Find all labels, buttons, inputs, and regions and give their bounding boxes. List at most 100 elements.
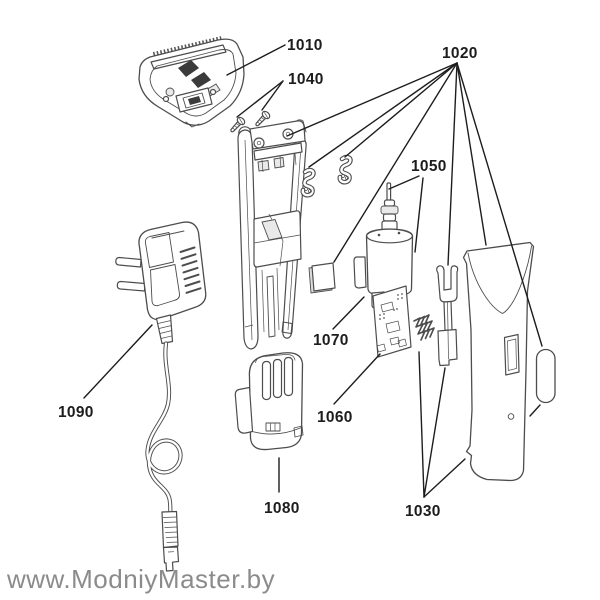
- housing-shell-drawing: [462, 241, 556, 482]
- callout-label-1060: 1060: [317, 409, 353, 426]
- motor-shaft: [386, 182, 392, 202]
- leader-lines-1030: [418, 351, 541, 498]
- leader-line-1020-pad: [333, 62, 458, 263]
- leader-line-1030-shell: [423, 458, 466, 498]
- chassis-left-rail: [237, 129, 259, 350]
- adapter-top-edge: [151, 230, 185, 239]
- housing-outline: [462, 241, 535, 482]
- chassis-sub-bracket: [253, 142, 303, 161]
- leader-line-1020-fork: [447, 62, 458, 266]
- leader-line-1040-b: [261, 80, 284, 111]
- motor-top-cap: [366, 228, 413, 244]
- leader-line-1020-button: [456, 62, 543, 347]
- leader-line-1050-a: [388, 175, 420, 190]
- housing-switch-cutout-inner: [507, 338, 517, 371]
- adapter-strain-ribs: [157, 320, 173, 339]
- callout-label-1080: 1080: [264, 500, 300, 517]
- adapter-body: [138, 221, 207, 321]
- screw-threads: [232, 123, 240, 131]
- callout-labels: 1010 1040 1020 1050 1070 1060 1080 1030 …: [58, 37, 478, 520]
- leader-lines-1020: [286, 62, 543, 347]
- fork-contact-drawing: [436, 265, 459, 367]
- chassis-rib-lines: [261, 152, 297, 173]
- chassis-lower-slot: [266, 275, 276, 338]
- adapter-strain-relief: [155, 314, 174, 345]
- chassis-carriage-seam: [253, 234, 301, 244]
- leader-line-1020-clip-right: [344, 62, 458, 158]
- adapter-cord-outline: [145, 341, 183, 515]
- chassis-clip-seat-right: [273, 156, 285, 169]
- blade-head-drawing: [138, 36, 245, 128]
- chassis-carriage-face: [261, 218, 283, 241]
- battery-cell-slat-2: [272, 358, 283, 399]
- spring-leaf-3: [422, 314, 435, 338]
- blade-head-pivot: [165, 87, 175, 97]
- adapter-prong-bottom: [116, 280, 146, 292]
- housing-pin-hole: [507, 413, 515, 420]
- leader-line-1020-chassis: [286, 62, 458, 137]
- battery-cell-slat-1: [261, 360, 272, 401]
- callout-label-1010: 1010: [287, 37, 323, 54]
- blade-head-bottom-hook: [185, 121, 200, 128]
- chassis-right-foot: [281, 321, 293, 334]
- callout-label-1070: 1070: [313, 332, 349, 349]
- leader-line-1030-spring: [418, 351, 425, 498]
- screw-head-slot: [239, 118, 243, 124]
- cord-coil-section: [161, 510, 179, 549]
- cord-coil-ribs: [162, 516, 179, 543]
- chassis-clip-seat-left: [257, 159, 270, 172]
- adapter-cord-core: [146, 342, 182, 514]
- motor-side-tab: [353, 256, 367, 289]
- fork-shaft-line: [447, 301, 449, 331]
- hook-clip-hole: [304, 187, 308, 191]
- motor-collar-2: [380, 205, 399, 215]
- leader-line-1090: [83, 324, 153, 399]
- blade-head-inner-frame: [149, 49, 237, 117]
- pcb-board: [372, 285, 412, 358]
- blade-head-latch-inner: [182, 92, 206, 109]
- battery-side-flap: [234, 386, 254, 434]
- battery-contact-lines: [270, 423, 276, 431]
- battery-contact-block: [265, 422, 281, 432]
- screw-drawing-left: [230, 116, 246, 133]
- housing-top-sweep: [467, 245, 532, 314]
- motor-collar-3: [382, 213, 397, 222]
- hook-clip-hole-2: [308, 189, 312, 193]
- chassis-left-foot-notch: [244, 324, 254, 328]
- hook-clip-body-fill: [338, 155, 352, 184]
- fork-base-block: [437, 328, 458, 367]
- battery-cell-slat-3: [283, 356, 294, 397]
- cord-connector-plug: [162, 546, 180, 572]
- housing-switch-cutout: [503, 333, 520, 376]
- fork-prongs: [436, 265, 459, 303]
- chassis-boss-left: [253, 137, 265, 149]
- power-adapter-drawing: [115, 221, 207, 572]
- leader-line-1020-housing: [456, 62, 487, 246]
- blade-head-screw-boss-left: [162, 95, 170, 103]
- screw-drawing-right: [255, 110, 271, 127]
- callout-label-1040: 1040: [288, 71, 324, 88]
- adapter-prong-top: [115, 256, 142, 268]
- adapter-label-panel: [150, 264, 180, 307]
- screw-threads: [257, 117, 265, 125]
- callout-label-1090: 1090: [58, 404, 94, 421]
- leader-line-1070: [332, 296, 365, 330]
- chassis-lower-rails: [261, 267, 280, 333]
- pcb-components: [376, 301, 407, 353]
- leader-line-1010: [226, 44, 286, 76]
- pad-front: [311, 262, 336, 292]
- hook-clip-drawing-left: [300, 167, 316, 198]
- battery-drawing: [234, 352, 304, 451]
- motor-terminal-dot: [377, 233, 381, 237]
- leader-line-1060: [333, 353, 381, 405]
- callout-label-1030: 1030: [405, 503, 441, 520]
- callout-label-1020: 1020: [442, 45, 478, 62]
- leader-line-1020-clip-left: [308, 62, 458, 168]
- leader-line-1030-fork: [423, 367, 446, 498]
- motor-terminal-dot-2: [397, 231, 401, 235]
- hook-clip-hole: [341, 174, 345, 178]
- chassis-left-rail-line: [244, 139, 253, 341]
- adapter-upper-recess: [144, 232, 174, 268]
